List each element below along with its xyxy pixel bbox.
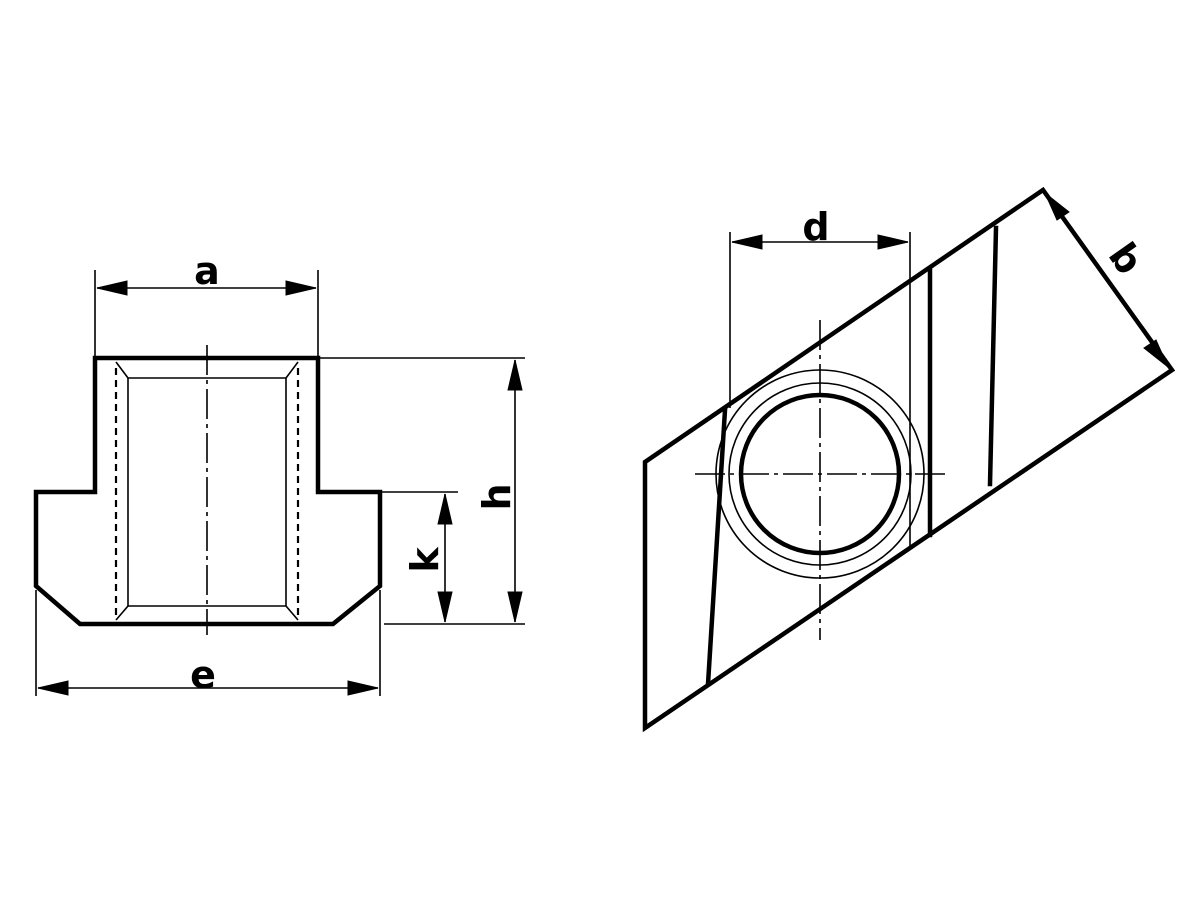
dimension-h: h <box>320 357 525 625</box>
top-view: d b <box>642 186 1176 733</box>
bore-chamfer-tr <box>285 361 299 379</box>
bore-chamfer-br <box>285 605 299 621</box>
arrow-k-top <box>437 493 453 525</box>
bore-chamfer-tl <box>115 361 129 379</box>
step-line-left <box>705 407 728 687</box>
arrow-d-left <box>731 234 763 250</box>
dimension-k: k <box>382 491 458 623</box>
label-a: a <box>194 249 220 293</box>
arrow-k-bottom <box>437 591 453 623</box>
arrow-e-left <box>37 680 69 696</box>
arrow-b-bottom <box>1143 339 1169 368</box>
front-view: a e h k <box>33 249 525 697</box>
arrow-a-left <box>96 280 128 296</box>
label-e: e <box>190 653 216 697</box>
dimension-a: a <box>94 249 319 356</box>
arrow-h-bottom <box>507 591 523 623</box>
dimension-e: e <box>35 590 381 697</box>
label-k: k <box>403 547 447 573</box>
arrow-e-right <box>347 680 379 696</box>
bore-chamfer-bl <box>115 605 129 621</box>
arrow-b-top <box>1044 192 1070 221</box>
arrow-d-right <box>877 234 909 250</box>
label-h: h <box>475 483 519 510</box>
arrow-h-top <box>507 359 523 391</box>
label-d: d <box>802 205 829 249</box>
dimension-d: d <box>729 205 911 408</box>
label-b: b <box>1100 235 1152 283</box>
front-view-outline <box>33 355 383 627</box>
dimension-b: b <box>1044 192 1169 368</box>
step-line-right <box>987 225 999 487</box>
arrow-a-right <box>285 280 317 296</box>
